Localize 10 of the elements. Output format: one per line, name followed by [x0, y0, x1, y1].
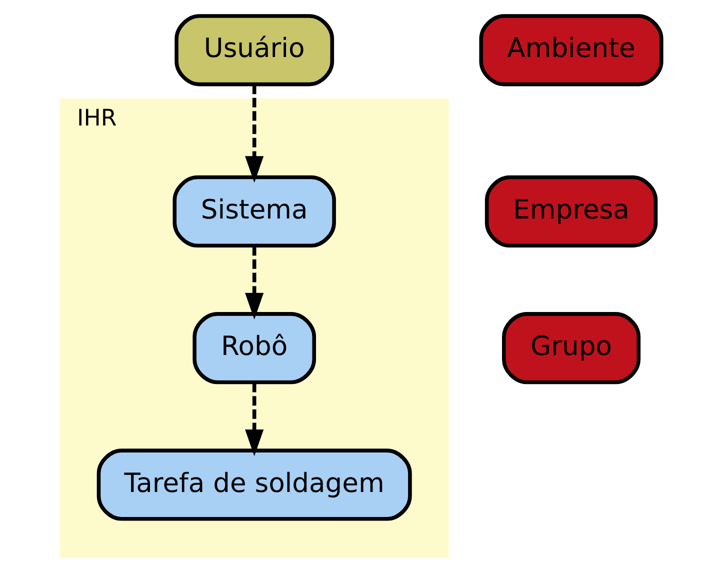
node-box: Usuário [174, 14, 334, 86]
arrow [244, 246, 264, 320]
node-box: Ambiente [478, 14, 663, 86]
node-box: Empresa [484, 175, 658, 248]
node-box: Robô [192, 312, 316, 384]
node-box: Tarefa de soldagem [96, 448, 412, 521]
node-box: Grupo [502, 312, 640, 384]
arrow [244, 382, 264, 456]
arrow [244, 84, 264, 183]
node-box: Sistema [172, 175, 336, 248]
